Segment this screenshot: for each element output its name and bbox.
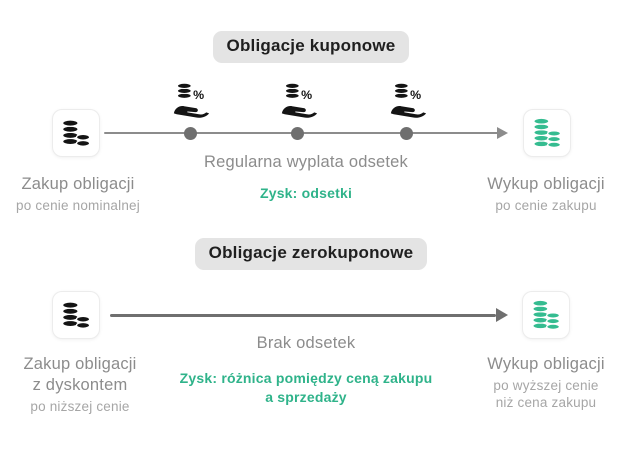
green-coins-icon — [533, 117, 562, 149]
timeline-arrowhead — [496, 308, 508, 322]
black-coins-icon — [62, 119, 91, 147]
profit-line1: Zysk: różnica pomiędzy ceną zakupu — [179, 370, 433, 386]
percent-symbol: % — [301, 88, 312, 102]
purchase-node-label: Zakup obligacji z dyskontem po niższej c… — [0, 354, 162, 415]
profit-label: Zysk: różnica pomiędzy ceną zakupu a spr… — [106, 369, 506, 407]
timeline-line — [110, 313, 496, 317]
purchase-node-card — [52, 109, 100, 157]
redemption-node-label: Wykup obligacji po wyższej cenie niż cen… — [462, 354, 622, 411]
timeline-label: Regularna wyplata odsetek — [203, 153, 409, 171]
purchase-node-card — [52, 291, 100, 339]
timeline-dot — [400, 126, 413, 140]
coins-percent-hand-icon: % — [388, 80, 428, 120]
redemption-node-label: Wykup obligacji po cenie zakupu — [464, 174, 622, 214]
redemption-node-card — [523, 109, 571, 157]
percent-symbol: % — [193, 88, 204, 102]
redemption-node-card — [522, 291, 570, 339]
node-title: Zakup obligacji — [21, 175, 135, 193]
node-subtitle: po niższej cenie — [30, 399, 130, 414]
coins-percent-hand-icon: % — [279, 80, 319, 120]
node-subtitle: po cenie zakupu — [495, 198, 597, 213]
timeline-dot — [184, 126, 197, 140]
node-subtitle-line2: niż cena zakupu — [495, 395, 597, 410]
section-title-badge: Obligacje kuponowe — [212, 31, 410, 63]
node-title: Wykup obligacji — [487, 355, 605, 373]
timeline-dot — [291, 126, 304, 140]
profit-line2: a sprzedaży — [265, 389, 347, 405]
green-coins-icon — [532, 299, 561, 331]
node-title: Wykup obligacji — [487, 175, 605, 193]
percent-symbol: % — [410, 88, 421, 102]
node-title-line2: z dyskontem — [32, 376, 128, 394]
node-title: Zakup obligacji — [23, 355, 137, 373]
coins-percent-hand-icon: % — [171, 80, 211, 120]
node-subtitle: po wyższej cenie — [493, 378, 599, 393]
timeline-arrowhead — [497, 127, 508, 139]
profit-label: Zysk: odsetki — [259, 185, 353, 201]
node-subtitle: po cenie nominalnej — [16, 198, 140, 213]
section-title-badge: Obligacje zerokuponowe — [194, 238, 428, 270]
black-coins-icon — [62, 301, 91, 329]
timeline-label: Brak odsetek — [256, 334, 356, 352]
purchase-node-label: Zakup obligacji po cenie nominalnej — [0, 174, 158, 214]
